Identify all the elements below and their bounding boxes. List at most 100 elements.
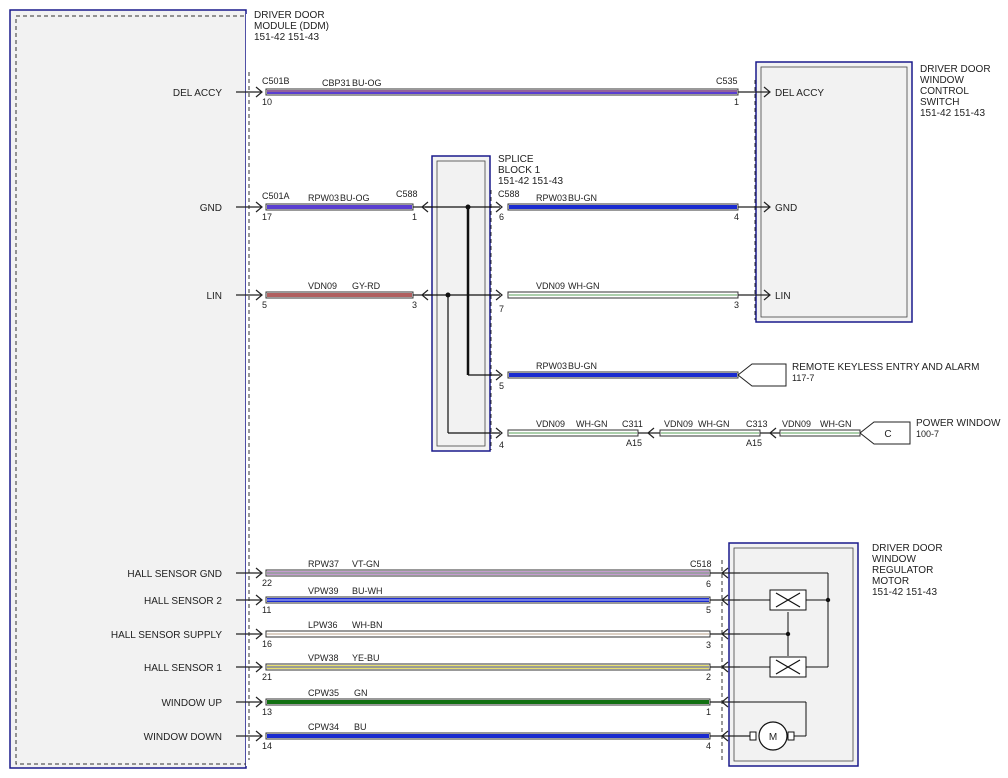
ddm-title-1: DRIVER DOOR (254, 10, 325, 21)
wire-hall-supply-color: WH-BN (352, 620, 383, 630)
power-window-ref-page[interactable]: 100-7 (916, 429, 939, 439)
rke-connector-symbol[interactable] (737, 363, 787, 387)
wire-del-accy-circuit: CBP31 (322, 78, 351, 88)
ddm-module[interactable] (9, 9, 252, 769)
motor-junction-mid (785, 631, 791, 637)
power-window-ref-letter: C (884, 429, 891, 440)
wire-del-accy[interactable] (265, 88, 739, 96)
switch-pin-label-lin: LIN (775, 291, 791, 302)
ddm-pin-22: 22 (262, 578, 272, 588)
rke-ref-label[interactable]: REMOTE KEYLESS ENTRY AND ALARM (792, 362, 979, 373)
wire-pw2-circuit: VDN09 (664, 419, 693, 429)
window-control-switch[interactable] (754, 61, 913, 323)
motor-connector-c518: C518 (690, 559, 712, 569)
wire-lin-right[interactable] (507, 291, 739, 299)
splice-title-1: SPLICE (498, 154, 534, 165)
ddm-pin-label-window-down: WINDOW DOWN (144, 732, 222, 743)
ddm-pin-21: 21 (262, 672, 272, 682)
ddm-pin-label-hall-1: HALL SENSOR 1 (144, 663, 222, 674)
wire-hall-sensor-1[interactable] (265, 663, 711, 671)
splice-pin-right-4: 4 (499, 440, 504, 450)
ddm-pin-16: 16 (262, 639, 272, 649)
wire-hall-1-color: YE-BU (352, 653, 380, 663)
motor-pin-3: 3 (706, 640, 711, 650)
splice-pin-right-6: 6 (499, 212, 504, 222)
wire-hall-sensor-gnd[interactable] (265, 569, 711, 577)
ddm-pin-label-gnd: GND (200, 203, 222, 214)
wire-power-window-3[interactable] (779, 429, 861, 437)
wire-window-down-color: BU (354, 722, 367, 732)
splice-pin-left-3: 3 (412, 300, 417, 310)
wire-window-up-circuit: CPW35 (308, 688, 339, 698)
wire-lin-right-color: WH-GN (568, 281, 600, 291)
splice-pin-left-1: 1 (412, 212, 417, 222)
ddm-pin-11: 11 (262, 605, 271, 615)
wire-hall-sensor-supply[interactable] (265, 630, 711, 638)
wire-gnd-left[interactable] (265, 203, 414, 211)
ddm-connector-c501b: C501B (262, 76, 290, 86)
wire-rke[interactable] (507, 371, 739, 379)
wire-lin-left[interactable] (265, 291, 414, 299)
switch-pin-label-del-accy: DEL ACCY (775, 88, 824, 99)
wire-power-window-1[interactable] (507, 429, 639, 437)
switch-pin-arrows (738, 86, 771, 301)
ddm-pin-label-hall-supply: HALL SENSOR SUPPLY (111, 630, 222, 641)
rke-ref-page[interactable]: 117-7 (792, 373, 814, 383)
ddm-connector-c501a: C501A (262, 191, 290, 201)
wire-window-down[interactable] (265, 732, 711, 740)
motor-title-5: 151-42 151-43 (872, 587, 937, 598)
ddm-title-2: MODULE (DDM) (254, 21, 329, 32)
splice-title-3: 151-42 151-43 (498, 176, 563, 187)
wire-hall-gnd-circuit: RPW37 (308, 559, 339, 569)
motor-internal-circuit (740, 572, 829, 737)
wire-pw3-circuit: VDN09 (782, 419, 811, 429)
ddm-pin-5: 5 (262, 300, 267, 310)
window-regulator-motor[interactable] (721, 542, 859, 767)
wire-hall-2-color: BU-WH (352, 586, 383, 596)
ddm-pin-label-hall-gnd: HALL SENSOR GND (127, 569, 222, 580)
wire-window-up[interactable] (265, 698, 711, 706)
switch-connector-c535: C535 (716, 76, 738, 86)
wire-pw3-color: WH-GN (820, 419, 852, 429)
ddm-pin-arrows (236, 86, 263, 742)
wire-gnd-right[interactable] (507, 203, 739, 211)
splice-pin-right-5: 5 (499, 381, 504, 391)
pw-arrows (638, 427, 782, 439)
motor-pin-6: 6 (706, 579, 711, 589)
motor-pin-5: 5 (706, 605, 711, 615)
wire-gnd-left-color: BU-OG (340, 193, 370, 203)
wire-hall-2-circuit: VPW39 (308, 586, 339, 596)
wire-gnd-right-circuit: RPW03 (536, 193, 567, 203)
switch-pin-1: 1 (734, 97, 739, 107)
wire-power-window-2[interactable] (659, 429, 761, 437)
wire-pw1-circuit: VDN09 (536, 419, 565, 429)
motor-symbol-label: M (769, 732, 777, 743)
ddm-pin-label-del-accy: DEL ACCY (173, 88, 222, 99)
pw-connector-c313: C313 (746, 419, 768, 429)
wire-window-up-color: GN (354, 688, 368, 698)
wire-rke-color: BU-GN (568, 361, 597, 371)
wire-hall-sensor-2[interactable] (265, 596, 711, 604)
power-window-ref-label[interactable]: POWER WINDOW (916, 418, 1001, 429)
splice-pin-right-7: 7 (499, 304, 504, 314)
ddm-pin-label-lin: LIN (206, 291, 222, 302)
motor-symbol (749, 721, 795, 751)
splice-block[interactable] (425, 155, 500, 452)
wire-gnd-left-circuit: RPW03 (308, 193, 339, 203)
ddm-pin-label-hall-2: HALL SENSOR 2 (144, 596, 222, 607)
pw-connector-c311: C311 (622, 419, 643, 429)
motor-junction-top (825, 597, 831, 603)
wire-lin-right-circuit: VDN09 (536, 281, 565, 291)
hall-sensor-2-symbol (769, 589, 807, 611)
ddm-pin-17: 17 (262, 212, 272, 222)
ddm-pin-10: 10 (262, 97, 272, 107)
wire-pw2-color: WH-GN (698, 419, 730, 429)
splice-right-arrows (495, 201, 503, 439)
switch-title-5: 151-42 151-43 (920, 108, 985, 119)
switch-title-2: WINDOW (920, 75, 964, 86)
ddm-title-3: 151-42 151-43 (254, 32, 319, 43)
motor-title-4: MOTOR (872, 576, 909, 587)
hall-sensor-1-symbol (769, 656, 807, 678)
power-window-connector-symbol[interactable] (859, 421, 911, 445)
